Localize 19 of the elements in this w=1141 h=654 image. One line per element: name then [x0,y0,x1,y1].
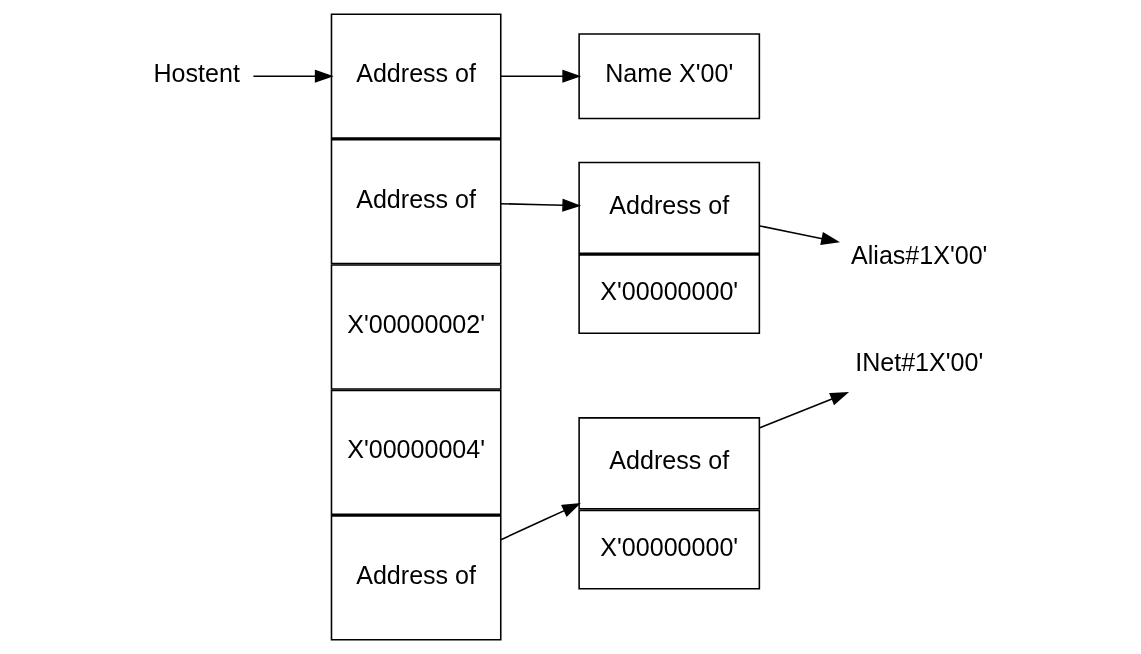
node-text: INet#1X'00' [855,347,984,376]
arrow [759,225,840,245]
node-box: Address of [330,13,502,139]
node-box: Address of [578,161,761,255]
node-box: X'00000002' [330,264,502,390]
arrow [500,69,582,83]
node-box: Address of [578,417,761,510]
node-text: Alias#1X'00' [851,240,988,269]
node-text: Hostent [153,59,240,88]
arrow [252,69,334,83]
node-box: X'00000000' [578,254,761,335]
node-box: Name X'00' [578,33,761,120]
node-box: Address of [330,138,502,265]
arrow [500,503,581,541]
arrow [759,392,850,429]
node-box: Address of [330,515,502,641]
arrow [500,198,582,212]
node-box: X'00000004' [330,389,502,516]
node-box: X'00000000' [578,509,761,590]
